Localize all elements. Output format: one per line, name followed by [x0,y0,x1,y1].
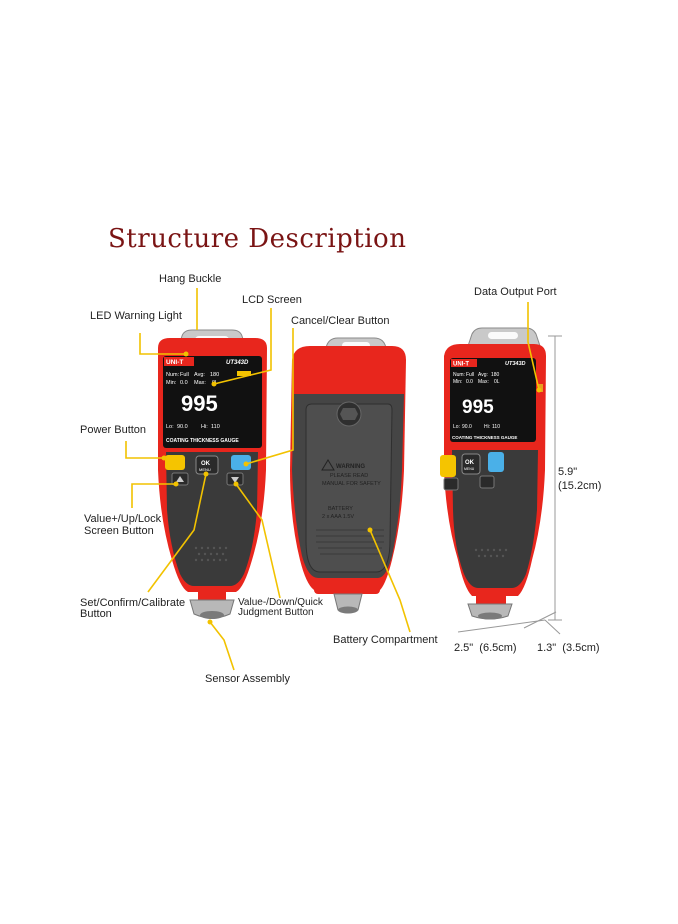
side-device: UNI-T UT343D Num: Full Avg: 180 Min: 0.0… [440,327,546,620]
dimension-height-cm: (15.2cm) [558,480,602,492]
side-min-value: 0.0 [466,379,473,385]
label-set-confirm-line1: Set/Confirm/Calibrate [80,597,186,609]
side-num-value: Full [466,372,474,378]
label-sensor-assembly: Sensor Assembly [205,673,290,685]
label-value-down-line1: Value-/Down/Quick [238,597,323,608]
label-value-down-line2: Judgment Button [238,607,314,618]
hi-label: Hi: [201,424,208,430]
battery-compartment [305,403,393,573]
side-lo-value: 90.0 [462,424,472,430]
label-hang-buckle: Hang Buckle [159,273,222,285]
side-max-value: 0L [494,379,500,385]
side-hi-value: 110 [492,424,500,430]
front-device: UNI-T UT343D Num: Full Avg: 180 Min: 0.0… [158,329,267,619]
avg-value: 180 [210,372,219,378]
min-value: 0.0 [180,380,188,386]
max-label: Max: [194,380,206,386]
side-min-label: Min: [453,379,462,385]
side-lo-label: Lo: [453,424,460,430]
side-avg-label: Avg: [478,372,488,378]
side-avg-value: 180 [491,372,500,378]
label-data-output-port: Data Output Port [474,286,557,298]
side-screen-footer: COATING THICKNESS GAUGE [452,435,517,440]
label-led-warning-light: LED Warning Light [90,310,182,322]
label-lcd-screen: LCD Screen [242,294,302,306]
battery-spec: 2 x AAA 1.5V [322,514,354,520]
side-max-label: Max: [478,379,489,385]
battery-label: BATTERY [328,506,353,512]
lo-value: 90.0 [177,424,188,430]
side-ok-button[interactable] [461,453,481,475]
label-value-up-line2: Screen Button [84,525,154,537]
hi-value: 110 [211,424,220,430]
min-label: Min: [166,380,177,386]
dimension-width: 2.5" (6.5cm) [454,642,517,654]
arrow-down-icon [231,477,239,483]
side-reading-value: 995 [462,397,494,418]
dimension-depth: 1.3" (3.5cm) [537,642,600,654]
avg-label: Avg: [194,372,205,378]
screen-footer: COATING THICKNESS GAUGE [166,438,239,444]
warning-line1: PLEASE READ [330,473,368,479]
dimension-height-in: 5.9" [558,466,578,478]
num-value: Full [180,372,189,378]
label-battery-compartment: Battery Compartment [333,634,438,646]
side-cancel-button[interactable] [488,452,504,472]
num-label: Num: [166,372,180,378]
screw-icon [340,408,358,420]
side-power-button[interactable] [440,455,456,477]
brand-text: UNI-T [166,359,183,366]
leader-lines [125,288,540,671]
page-title: Structure Description [108,224,407,254]
menu-label: MENU [199,467,211,472]
side-num-label: Num: [453,372,465,378]
reading-value: 995 [181,391,218,416]
label-value-up-line1: Value+/Up/Lock [84,513,162,525]
warning-line2: MANUAL FOR SAFETY [322,481,381,487]
warning-title: WARNING [336,464,365,470]
battery-indicator-icon [237,371,251,376]
label-set-confirm-line2: Button [80,608,112,620]
side-ok-label: OK [465,460,475,466]
side-menu-label: MENU [464,467,475,471]
warning-icon [321,459,335,471]
leader-dots [161,351,542,625]
side-brand-text: UNI-T [453,362,469,368]
label-power-button: Power Button [80,424,147,436]
lo-label: Lo: [166,424,174,430]
side-model-text: UT343D [505,361,526,367]
label-cancel-clear-button: Cancel/Clear Button [291,315,390,327]
arrow-up-icon [176,476,184,482]
model-text: UT343D [226,360,249,366]
power-button[interactable] [165,455,185,470]
side-hi-label: Hi: [484,424,490,430]
ok-label: OK [201,461,211,467]
dimension-lines [457,335,562,635]
